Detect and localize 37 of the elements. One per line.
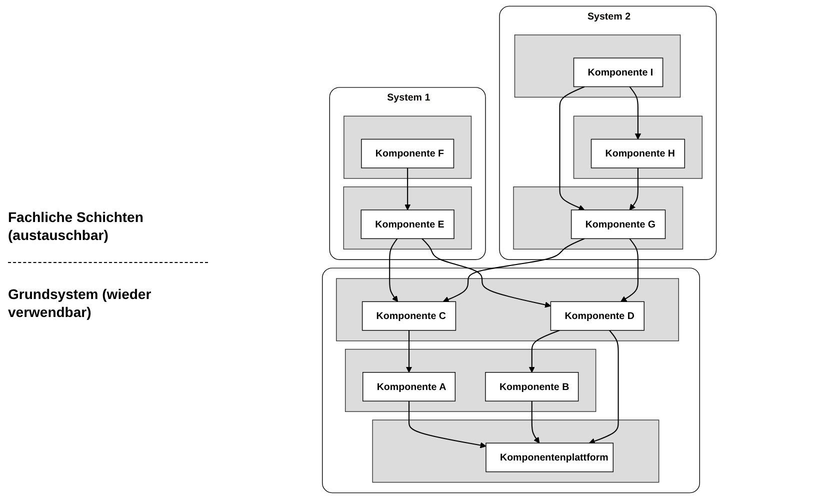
arrow bbox=[531, 401, 540, 444]
node-box bbox=[360, 210, 454, 239]
node-box bbox=[362, 372, 456, 402]
arrow bbox=[442, 238, 584, 302]
component-diagram: System 2 System 1 Komponente F Komponente E Komponente I Komponente H Komponente G Komponente C Komponente D Komponente A Komponente B Komponentenplattform bbox=[232, 2, 806, 497]
node-box bbox=[570, 210, 666, 239]
arrow bbox=[620, 238, 638, 302]
arrow bbox=[588, 330, 618, 444]
arrow bbox=[406, 330, 412, 373]
arrow bbox=[528, 330, 560, 373]
cluster bbox=[342, 186, 472, 250]
arrow bbox=[558, 86, 584, 211]
arrow bbox=[628, 86, 641, 140]
cluster bbox=[512, 186, 683, 250]
node-box bbox=[573, 58, 663, 88]
cluster bbox=[322, 268, 700, 494]
cluster bbox=[328, 87, 486, 260]
arrow bbox=[421, 238, 551, 308]
cluster bbox=[498, 6, 716, 260]
cluster bbox=[336, 278, 679, 342]
arrow bbox=[629, 168, 638, 210]
node-box bbox=[550, 301, 644, 331]
cluster bbox=[372, 420, 659, 483]
cluster bbox=[343, 116, 472, 179]
arrow bbox=[388, 238, 398, 302]
node-box bbox=[360, 138, 454, 168]
node-box bbox=[485, 442, 614, 472]
arrow bbox=[404, 168, 410, 210]
node-box bbox=[362, 301, 456, 331]
cluster bbox=[573, 116, 702, 179]
node-box bbox=[590, 138, 685, 168]
arrow bbox=[408, 401, 486, 448]
cluster bbox=[344, 348, 596, 412]
layer-label: Fachliche Schichten (austauschbar) bbox=[8, 208, 144, 244]
node-box bbox=[484, 372, 578, 402]
layer-label: Grundsystem (wieder verwendbar) bbox=[8, 285, 152, 321]
cluster bbox=[514, 34, 680, 98]
